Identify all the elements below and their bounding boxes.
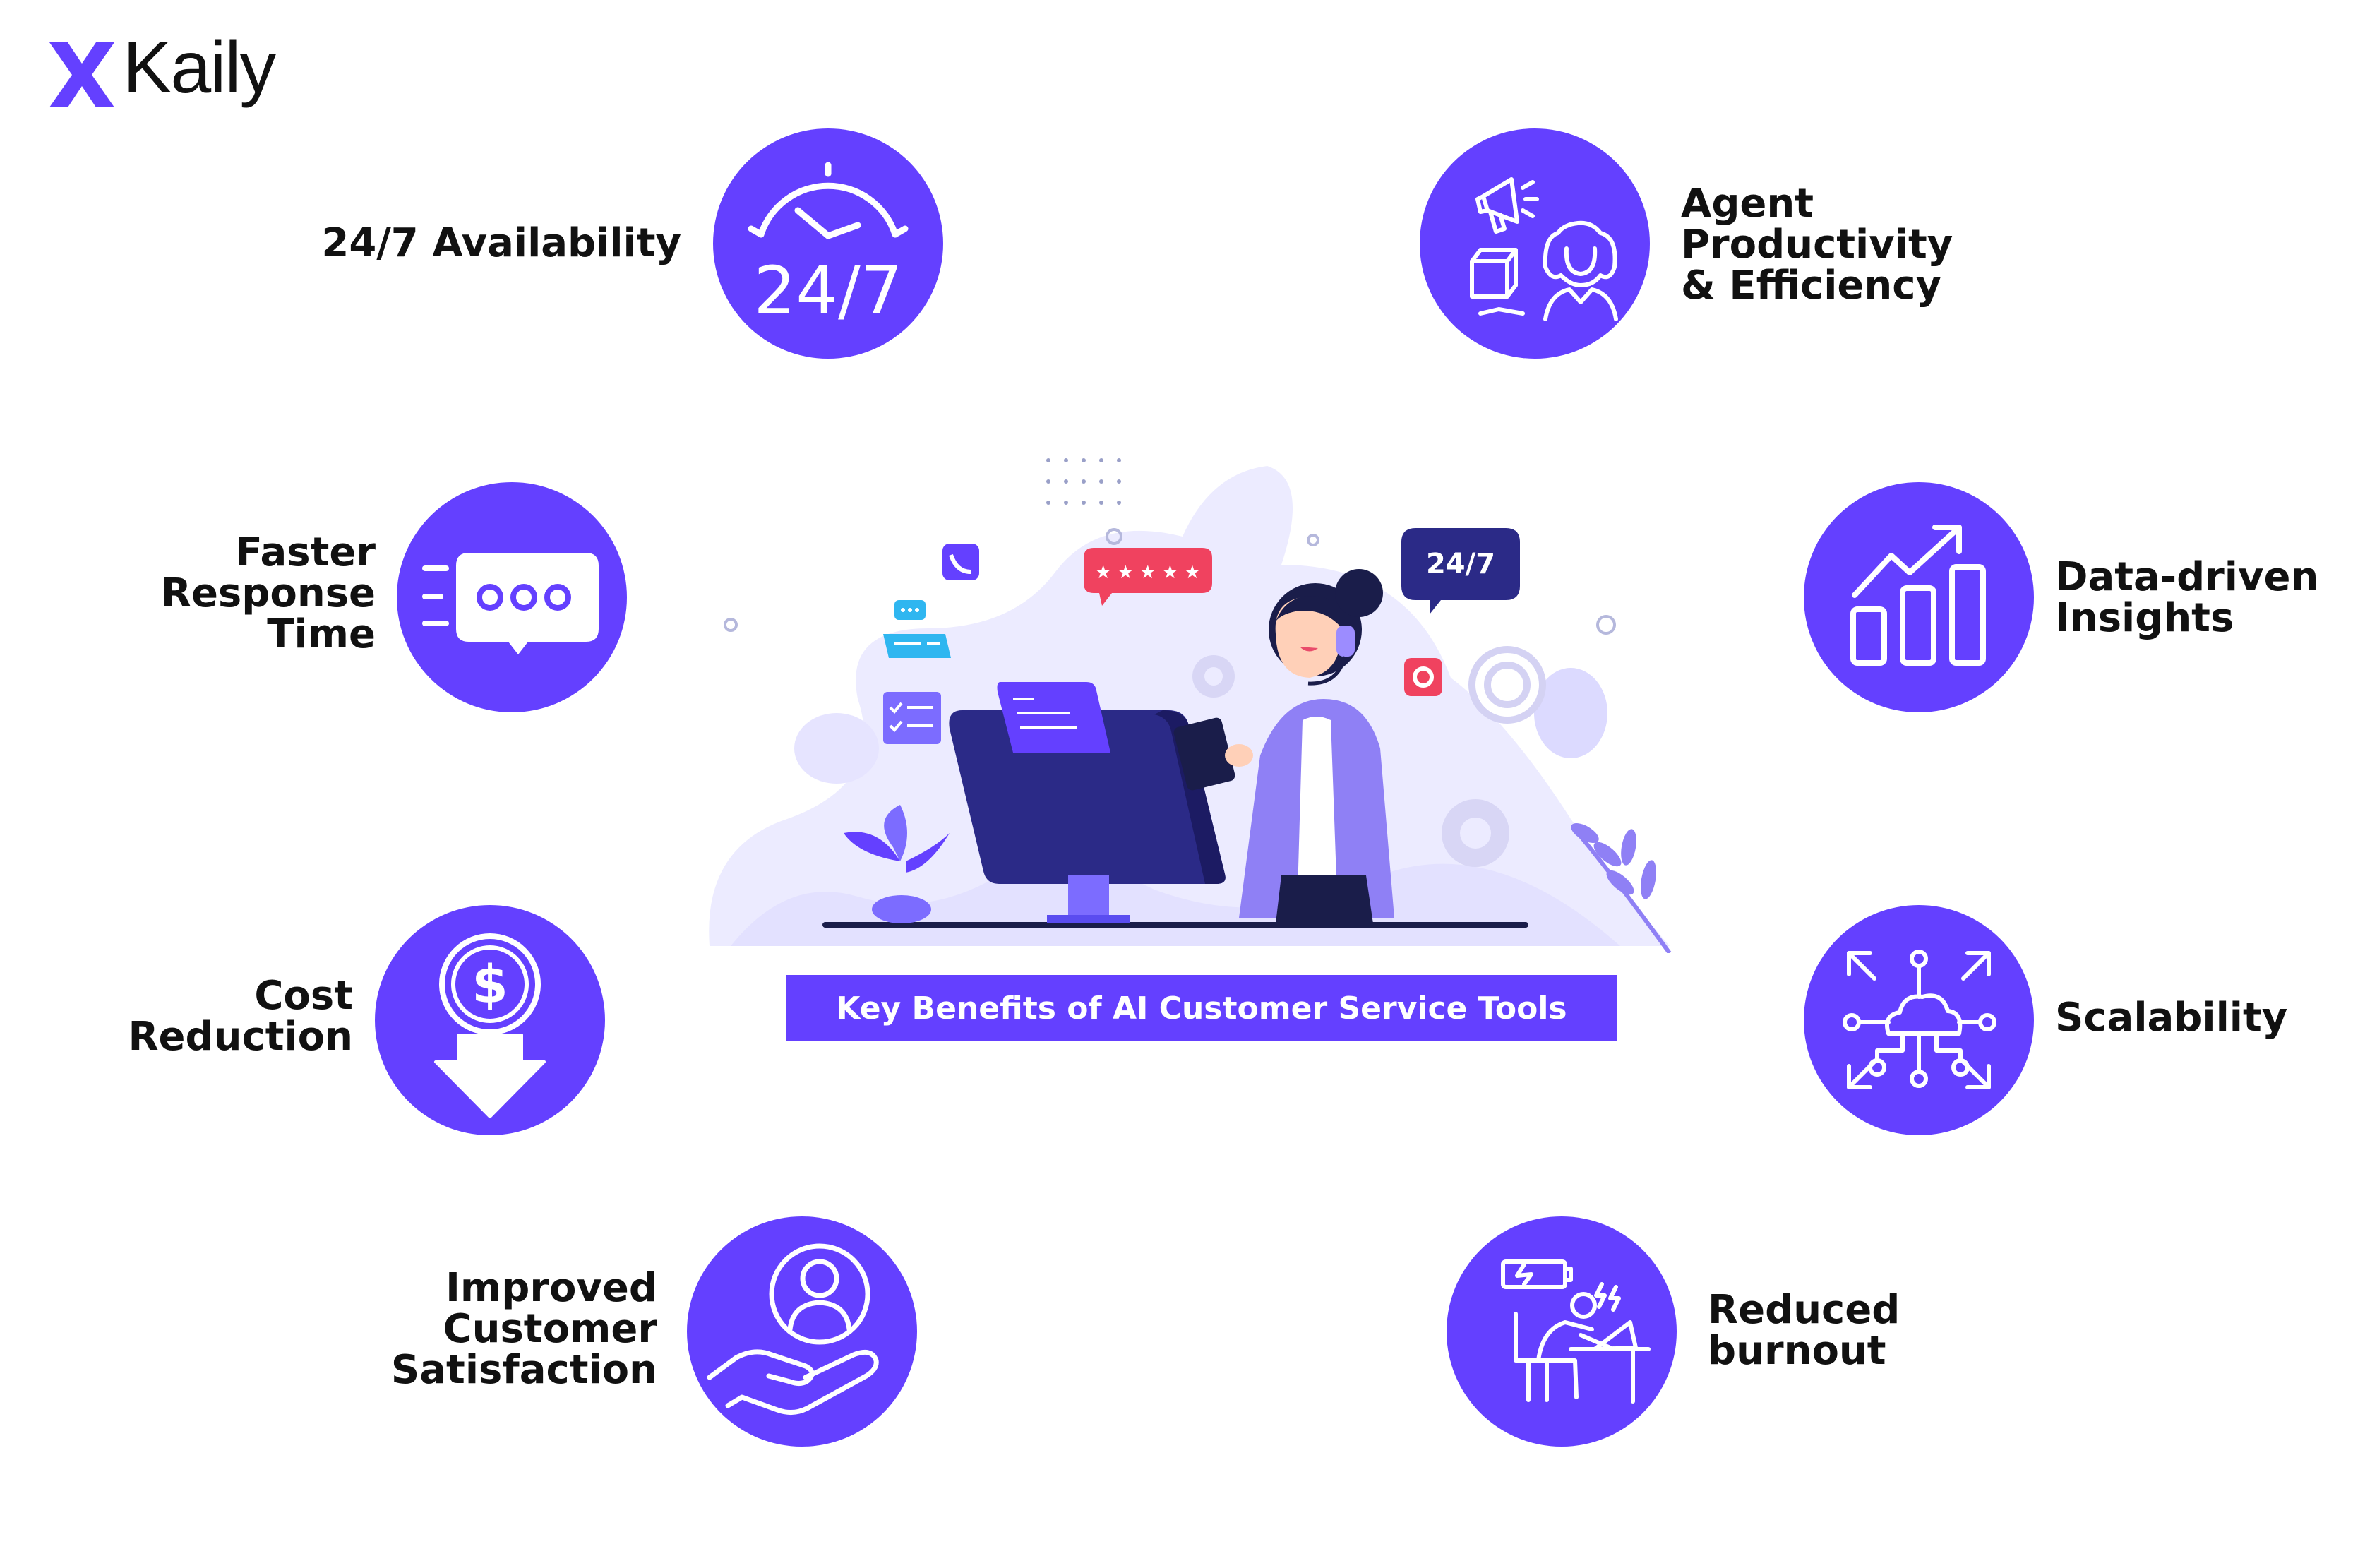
benefit-satisfaction-label: Improved Customer Satisfaction bbox=[390, 1265, 657, 1393]
tired-worker-icon bbox=[1501, 1259, 1651, 1404]
brand-name: Kaily bbox=[123, 27, 276, 109]
growth-chart-icon bbox=[1850, 525, 1986, 666]
diagram-caption: Key Benefits of AI Customer Service Tool… bbox=[786, 975, 1617, 1041]
customer-service-illustration: ★ ★ ★ ★ ★ 24/7 bbox=[702, 452, 1677, 954]
benefit-availability-circle: 24/7 bbox=[713, 128, 943, 359]
kaily-logo-icon bbox=[49, 42, 114, 107]
chat-bubble-icon bbox=[422, 553, 599, 654]
benefit-response-label: Faster Response Time bbox=[160, 529, 376, 657]
benefit-productivity-circle bbox=[1420, 128, 1650, 359]
benefit-availability-label: 24/7 Availability bbox=[321, 220, 681, 266]
clock-247-icon: 24/7 bbox=[748, 162, 909, 330]
benefit-cost-circle: $ bbox=[375, 905, 605, 1135]
benefit-burnout-circle bbox=[1447, 1216, 1677, 1447]
benefit-satisfaction-circle bbox=[687, 1216, 917, 1447]
svg-text:★ ★ ★ ★ ★: ★ ★ ★ ★ ★ bbox=[1095, 562, 1201, 583]
dollar-down-arrow-icon: $ bbox=[434, 933, 546, 1118]
clock-247-text: 24/7 bbox=[753, 253, 902, 330]
benefit-response-circle bbox=[397, 482, 627, 712]
benefit-insights-label: Data-driven Insights bbox=[2055, 554, 2319, 641]
cloud-network-icon bbox=[1843, 950, 1996, 1089]
benefit-cost-label: Cost Reduction bbox=[128, 973, 353, 1060]
benefit-scalability-label: Scalability bbox=[2055, 995, 2288, 1041]
benefit-productivity-label: Agent Productivity & Efficiency bbox=[1681, 181, 1953, 309]
bubble-247-text: 24/7 bbox=[1426, 548, 1495, 580]
kaily-logo: Kaily bbox=[47, 27, 301, 119]
svg-text:$: $ bbox=[472, 954, 508, 1015]
benefit-insights-circle bbox=[1804, 482, 2034, 712]
benefit-burnout-label: Reduced burnout bbox=[1708, 1287, 1900, 1374]
hand-user-icon bbox=[707, 1243, 879, 1415]
benefit-scalability-circle bbox=[1804, 905, 2034, 1135]
agent-megaphone-icon bbox=[1470, 177, 1618, 321]
